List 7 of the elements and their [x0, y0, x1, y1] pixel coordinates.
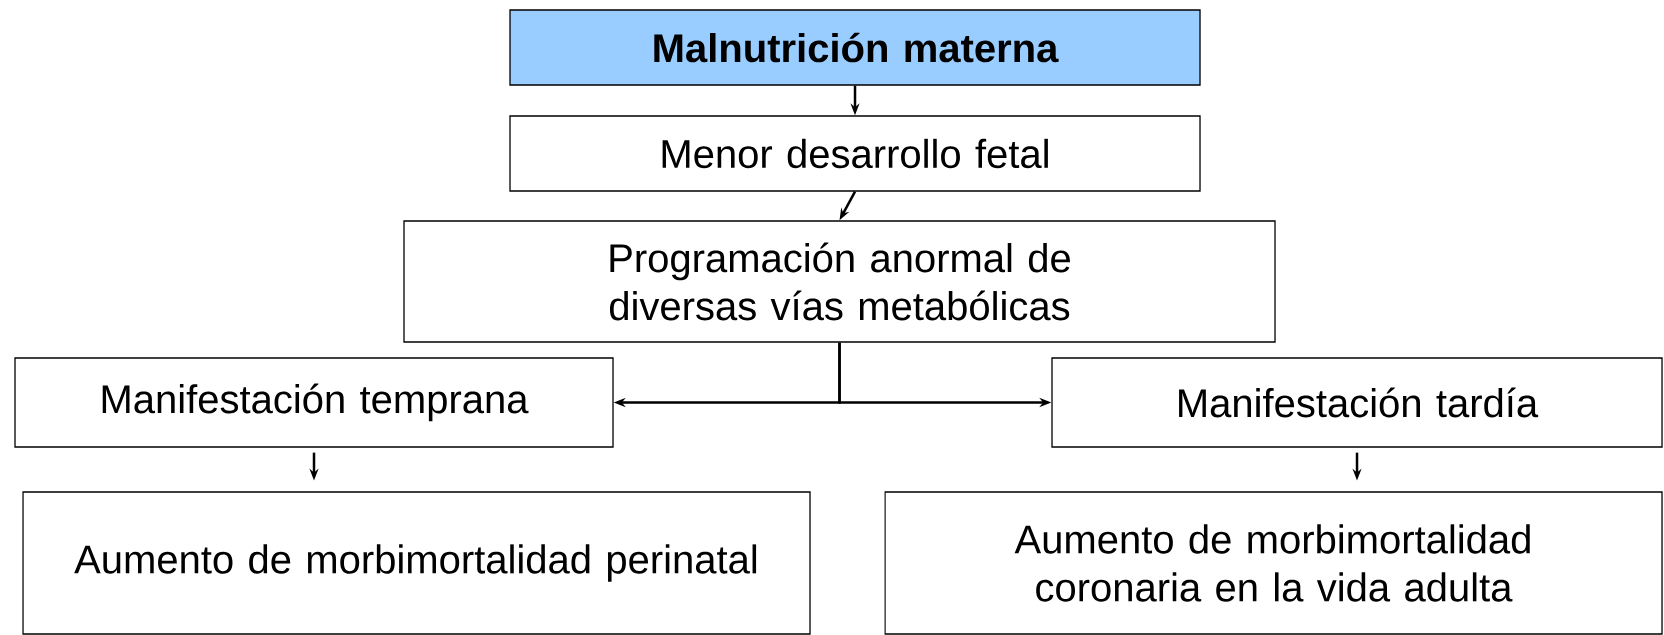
- title-box: Malnutrición materna: [509, 9, 1201, 86]
- process-box: Manifestación temprana: [14, 357, 614, 448]
- process-box: Aumento de morbimortalidad coronaria en la vida adulta: [884, 491, 1663, 635]
- process-box: Menor desarrollo fetal: [509, 115, 1201, 192]
- process-box: Manifestación tardía: [1051, 357, 1663, 448]
- process-box: Programación anormal de diversas vías metabólicas: [403, 220, 1276, 343]
- process-box: Aumento de morbimortalidad perinatal: [22, 491, 811, 635]
